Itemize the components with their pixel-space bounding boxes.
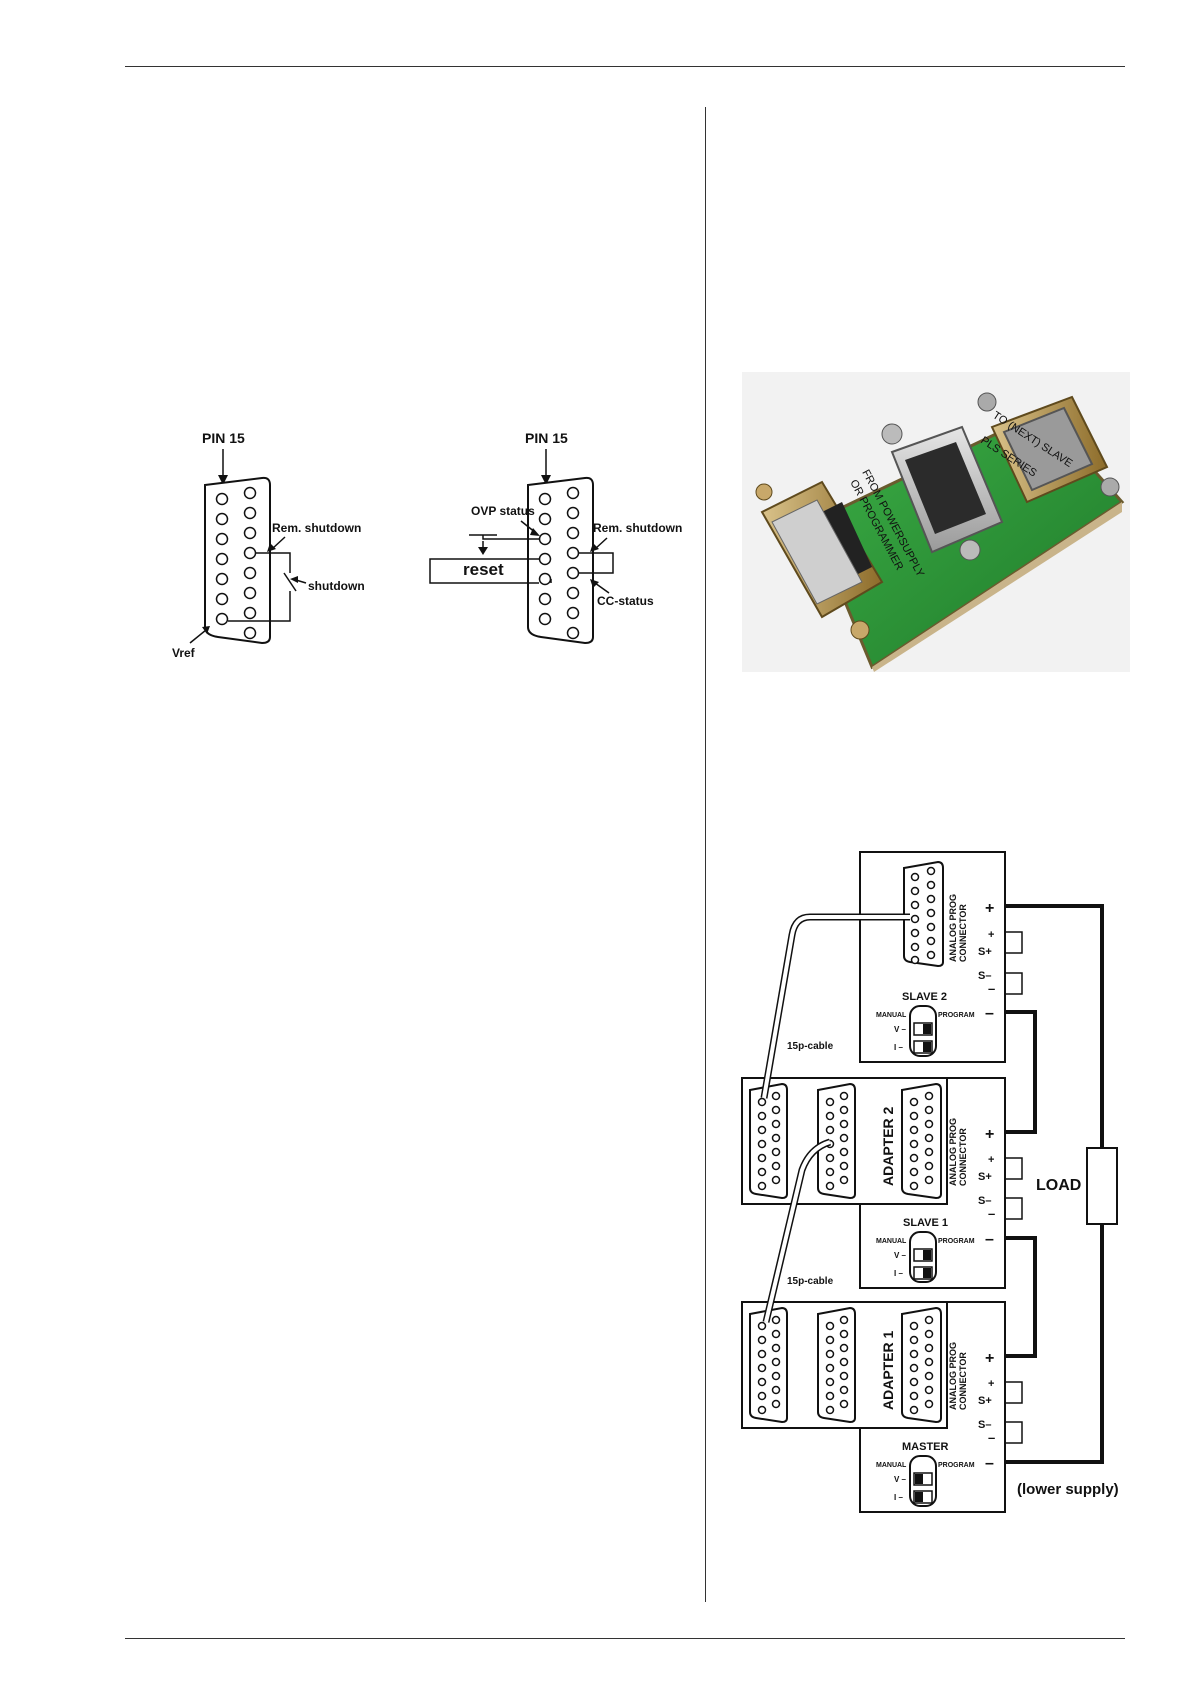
slave2-connector-pins: [910, 866, 936, 965]
adapter1-connector-label-2: CONNECTOR: [958, 1352, 968, 1410]
load-label: LOAD: [1036, 1177, 1081, 1194]
master-manual-label: MANUAL: [876, 1462, 907, 1469]
master-program-label: PROGRAM: [938, 1462, 975, 1469]
master-minus-label: –: [985, 1455, 994, 1472]
adapter1-connector-label-1: ANALOG PROG: [948, 1342, 958, 1410]
slave2-connector-label-1: ANALOG PROG: [948, 894, 958, 962]
slave2-sense-minus-link: [1005, 972, 1023, 995]
adapter-board-illustration: TO (NEXT) SLAVE PLS SERIES FROM POWERSUP…: [755, 392, 1125, 672]
cable-upper-label: 15p-cable: [787, 1041, 834, 1052]
slave1-title: SLAVE 1: [903, 1217, 948, 1229]
master-v-label: V –: [894, 1475, 907, 1484]
vref-label: Vref: [172, 646, 196, 660]
pin15-label: PIN 15: [525, 430, 568, 446]
slave1-s-plus-label: S+: [978, 1171, 992, 1183]
adapter2-connector-label-1: ANALOG PROG: [948, 1118, 958, 1186]
slave1-s-minus-label: S–: [978, 1195, 991, 1207]
column-divider: [705, 107, 706, 1602]
slave2-manual-label: MANUAL: [876, 1012, 907, 1019]
slave2-v-label: V –: [894, 1025, 907, 1034]
rem-shutdown-label: Rem. shutdown: [272, 521, 361, 535]
adapter-board-photo: TO (NEXT) SLAVE PLS SERIES FROM POWERSUP…: [742, 372, 1130, 672]
remote-shutdown-pin-diagram: PIN 15 Rem. shutdown shutdown Vref: [172, 430, 365, 660]
master-i-label: I –: [894, 1493, 903, 1502]
slave1-manual-label: MANUAL: [876, 1238, 907, 1245]
master-sense-minus-link: [1005, 1421, 1023, 1444]
slave2-sense-plus-link: [1005, 931, 1023, 954]
slave2-unit: ANALOG PROG CONNECTOR + + S+ S– – – SLAV…: [859, 851, 1023, 1063]
pin-column-left: [215, 492, 229, 626]
slave2-minus-label: –: [985, 1005, 994, 1022]
slave1-sense-minus-small: –: [988, 1206, 995, 1221]
slave2-sense-minus-small: –: [988, 981, 995, 996]
slave2-minus-to-slave1-plus: [1005, 1010, 1037, 1134]
master-plus-label: +: [985, 1350, 994, 1367]
shutdown-label: shutdown: [308, 579, 365, 593]
rem-shutdown-wire: [579, 552, 614, 574]
adapter1-board: ADAPTER 1 ANALOG PROG CONNECTOR: [741, 1301, 968, 1429]
master-sense-plus-link: [1005, 1381, 1023, 1404]
slave1-program-label: PROGRAM: [938, 1238, 975, 1245]
slave2-connector-label-2: CONNECTOR: [958, 904, 968, 962]
slave2-s-plus-label: S+: [978, 946, 992, 958]
slave1-v-label: V –: [894, 1251, 907, 1260]
load-positive-wire: [1005, 904, 1104, 1148]
cable-adapter2-to-slave2: [760, 913, 910, 1099]
dsub-male-connector-top: [977, 392, 1120, 504]
slave1-sense-plus-link: [1005, 1157, 1023, 1180]
slave2-i-label: I –: [894, 1043, 903, 1052]
slave1-minus-label: –: [985, 1231, 994, 1248]
load-resistor: [1086, 1147, 1118, 1225]
slave1-plus-label: +: [985, 1126, 994, 1143]
ovp-status-label: OVP status: [471, 504, 535, 518]
slave2-program-label: PROGRAM: [938, 1012, 975, 1019]
reset-loop: [429, 558, 539, 584]
header-rule: [125, 66, 1125, 67]
load-negative-wire: [1005, 1224, 1104, 1464]
master-s-minus-label: S–: [978, 1419, 991, 1431]
slave2-title: SLAVE 2: [902, 991, 947, 1003]
pin-column-right: [566, 486, 580, 640]
shutdown-switch: [283, 572, 297, 592]
dsub-female-connector-middle: [881, 423, 1004, 561]
master-sense-plus-small: +: [988, 1378, 994, 1390]
cable-adapter1-to-adapter2: [762, 1138, 832, 1323]
master-sense-minus-small: –: [988, 1430, 995, 1445]
adapter1-title: ADAPTER 1: [880, 1330, 896, 1410]
pin15-label: PIN 15: [202, 430, 245, 446]
adapter2-title: ADAPTER 2: [880, 1106, 896, 1186]
lower-supply-label: (lower supply): [1017, 1481, 1119, 1498]
slave1-i-label: I –: [894, 1269, 903, 1278]
slave2-s-minus-label: S–: [978, 970, 991, 982]
slave1-sense-minus-link: [1005, 1197, 1023, 1220]
master-s-plus-label: S+: [978, 1395, 992, 1407]
rem-shutdown-label: Rem. shutdown: [593, 521, 682, 535]
slave2-plus-label: +: [985, 900, 994, 917]
pin-column-right: [243, 486, 257, 640]
slave1-minus-to-master-plus: [1005, 1236, 1037, 1358]
slave1-sense-plus-small: +: [988, 1154, 994, 1166]
cable-lower-label: 15p-cable: [787, 1276, 834, 1287]
pin-column-left: [538, 492, 552, 626]
adapter2-connector-label-2: CONNECTOR: [958, 1128, 968, 1186]
shutdown-wire-bottom: [228, 591, 291, 622]
master-title: MASTER: [902, 1441, 949, 1453]
reset-wire-top: [482, 535, 539, 540]
shutdown-wire-top: [256, 552, 291, 573]
reset-label: reset: [463, 560, 504, 579]
dsub-male-connector-left: [755, 480, 884, 640]
cc-status-label: CC-status: [597, 594, 654, 608]
slave2-sense-plus-small: +: [988, 929, 994, 941]
status-pin-diagram: PIN 15 OVP status reset Rem. shutdown CC…: [429, 430, 682, 645]
footer-rule: [125, 1638, 1125, 1639]
adapter2-board: ADAPTER 2 ANALOG PROG CONNECTOR: [741, 1077, 968, 1205]
